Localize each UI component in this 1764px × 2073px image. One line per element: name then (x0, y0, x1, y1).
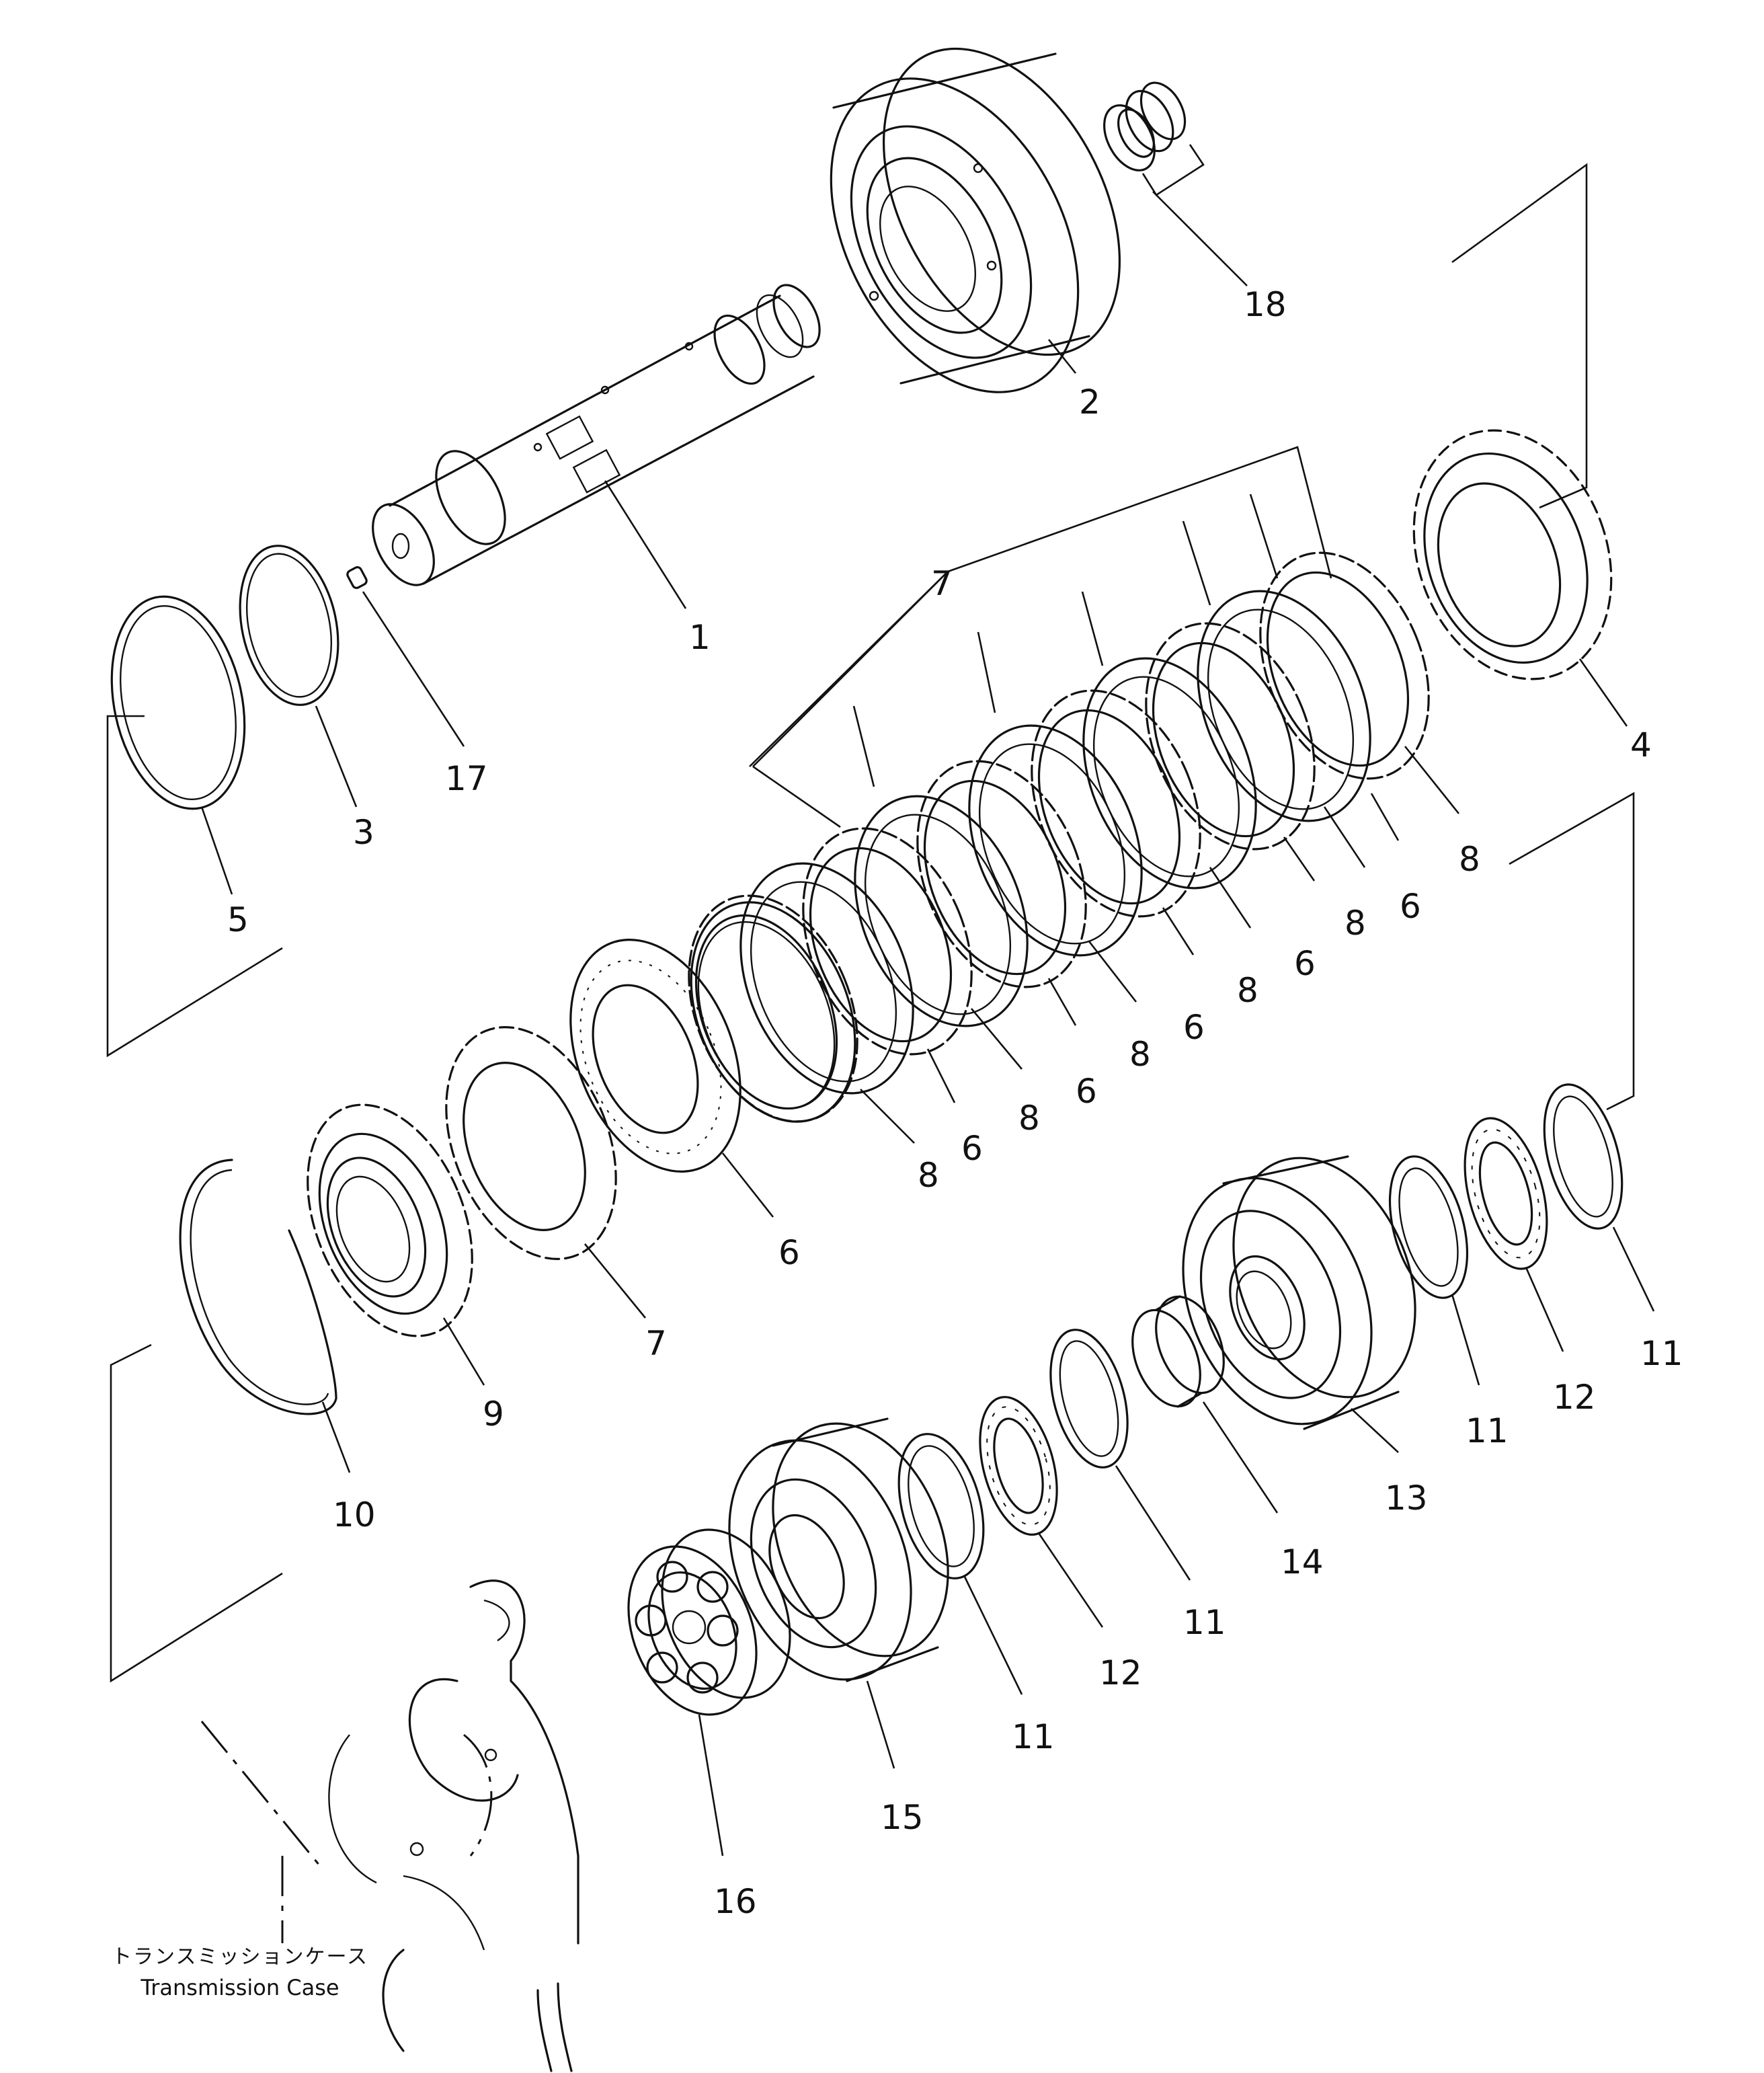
callout-4: 4 (1630, 726, 1652, 765)
part-14-needle-bearing (1131, 1295, 1225, 1408)
part-16-roller-bearing (627, 1528, 791, 1716)
case-label-en: Transmission Case (141, 1975, 339, 2000)
callout-8f: 8 (918, 1156, 939, 1195)
case-label-jp: トランスミッションケース (112, 1945, 368, 1969)
callout-7b: 7 (645, 1324, 667, 1363)
callout-6e: 6 (961, 1129, 983, 1168)
callout-18: 18 (1244, 285, 1287, 324)
callout-11a: 11 (1640, 1334, 1683, 1373)
transmission-case-outline (200, 1579, 579, 2072)
transmission-case-label: トランスミッションケース Transmission Case (95, 1940, 385, 2000)
callout-11b: 11 (1466, 1411, 1509, 1450)
clutch-pack (688, 551, 1430, 1123)
part-10-snap-ring (179, 1159, 337, 1415)
part-9-gear-piston (307, 1103, 473, 1337)
part-1-shaft (372, 284, 821, 586)
part-18-rings (1103, 81, 1248, 286)
part-13-gear (1182, 1155, 1416, 1430)
callout-8b: 8 (1345, 904, 1366, 943)
callout-9: 9 (483, 1395, 504, 1434)
callout-2: 2 (1079, 383, 1100, 422)
part-6-friction-plate (569, 939, 741, 1173)
part-11-washer-mid-b (897, 1433, 985, 1579)
callout-8a: 8 (1459, 840, 1480, 879)
callout-3: 3 (353, 813, 374, 852)
callout-8e: 8 (1018, 1099, 1040, 1138)
part-7-gear-plate (445, 1026, 617, 1260)
callout-6a: 6 (1400, 887, 1421, 926)
part-15-gear (728, 1417, 949, 1682)
callout-10: 10 (333, 1495, 376, 1534)
callout-15: 15 (881, 1798, 924, 1837)
callout-11c: 11 (1183, 1603, 1226, 1642)
part-11-washer-right-a (1543, 1083, 1623, 1230)
callout-13: 13 (1385, 1479, 1428, 1518)
callout-12b: 12 (1099, 1653, 1142, 1692)
part-12-thrust-bearing-mid (979, 1396, 1058, 1536)
callout-17: 17 (445, 759, 488, 798)
callout-6c: 6 (1183, 1008, 1205, 1047)
callout-11d: 11 (1012, 1717, 1055, 1756)
part-11-washer-right-b (1388, 1155, 1469, 1299)
callout-6b: 6 (1294, 944, 1316, 983)
callout-8d: 8 (1129, 1035, 1151, 1074)
part-2-clutch-drum (830, 47, 1121, 393)
callout-8c: 8 (1237, 971, 1258, 1010)
callout-12a: 12 (1553, 1378, 1596, 1417)
callout-1: 1 (689, 618, 711, 657)
callout-6f: 6 (778, 1233, 800, 1272)
part-11-washer-mid-a (1049, 1329, 1129, 1469)
callout-5: 5 (227, 900, 249, 939)
part-4-gear-piston (1412, 429, 1628, 727)
callout-14: 14 (1281, 1542, 1324, 1581)
part-17-plug (346, 565, 465, 747)
part-3-ring (239, 545, 358, 808)
leader-lines (106, 163, 1655, 1856)
callout-6d: 6 (1076, 1072, 1097, 1111)
part-5-ring (110, 595, 246, 895)
callout-16: 16 (714, 1882, 757, 1921)
callout-labels: 1 2 3 4 5 6 6 6 6 6 6 7 7 8 8 8 8 8 8 9 … (227, 285, 1683, 1921)
callout-7a: 7 (931, 564, 953, 603)
